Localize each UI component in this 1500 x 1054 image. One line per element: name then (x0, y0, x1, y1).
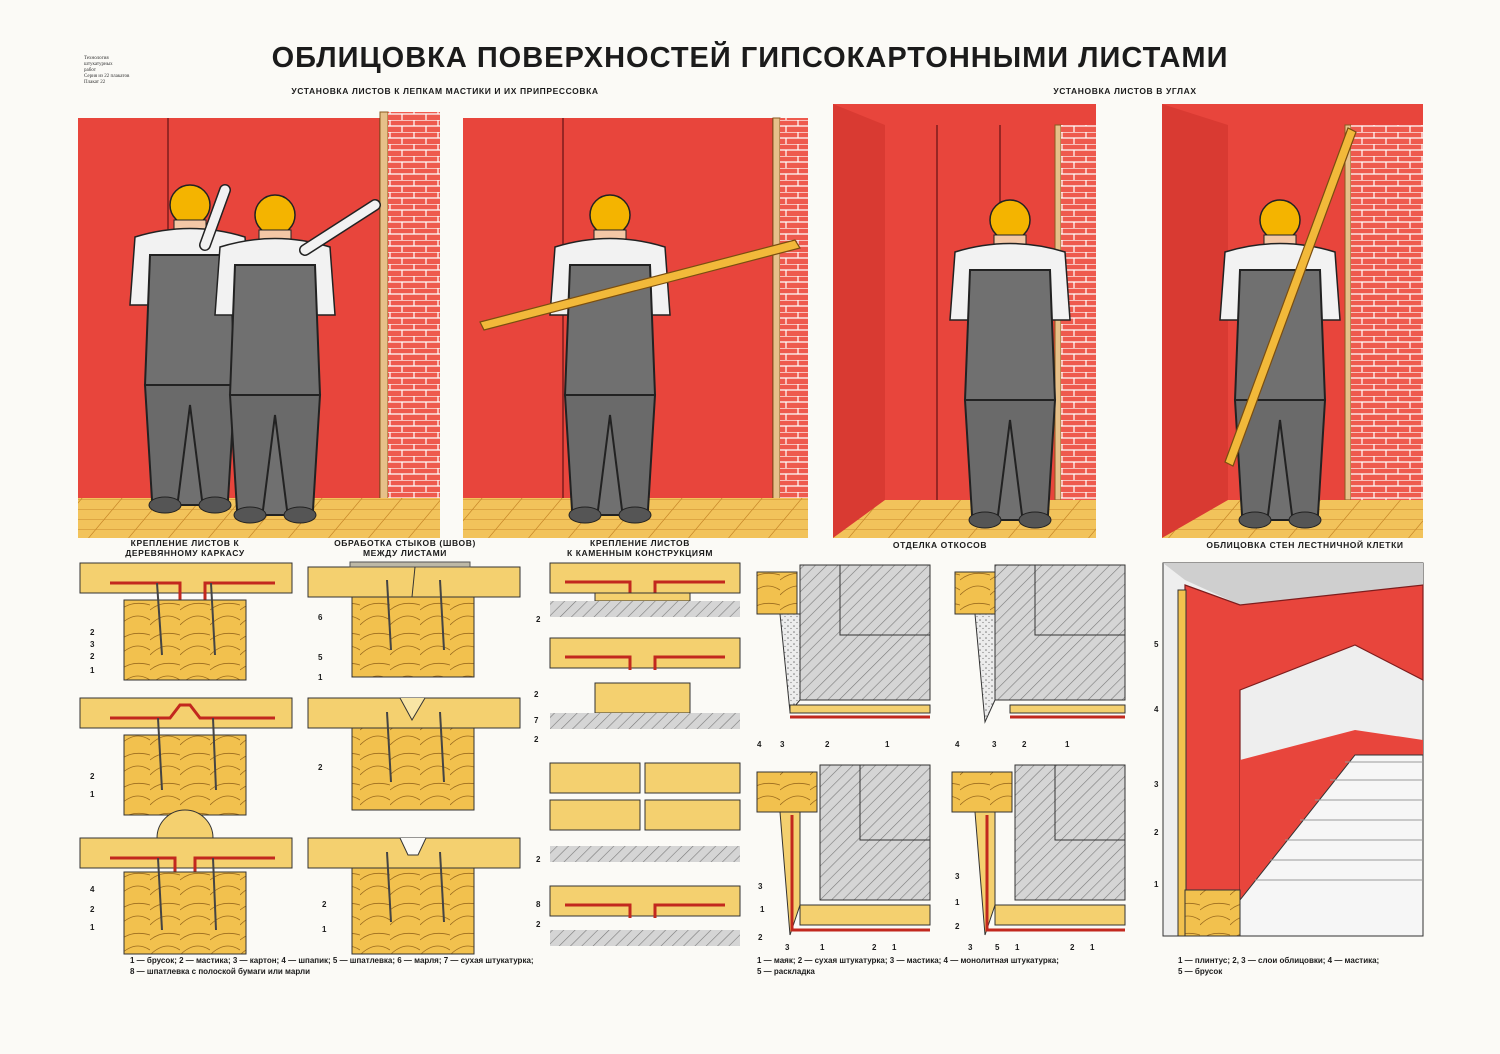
callout: 1 (955, 898, 960, 907)
callout: 1 (1015, 943, 1020, 952)
caption-slopes: ОТДЕЛКА ОТКОСОВ (892, 540, 988, 550)
callout: 3 (968, 943, 973, 952)
callout: 2 (318, 763, 323, 772)
callout: 2 (90, 772, 95, 781)
callout: 3 (992, 740, 997, 749)
section-caption-top-left: УСТАНОВКА ЛИСТОВ К ЛЕПКАМ МАСТИКИ И ИХ П… (291, 86, 599, 96)
detail-slope-1 (756, 564, 931, 719)
callout: 1 (318, 673, 323, 682)
detail-seam-1 (307, 561, 521, 678)
callout: 2 (1070, 943, 1075, 952)
callout: 2 (90, 628, 95, 637)
callout: 2 (534, 735, 539, 744)
callout: 2 (1022, 740, 1027, 749)
detail-stone-1 (549, 562, 741, 617)
callout: 2 (322, 900, 327, 909)
legend-left: 1 — брусок; 2 — мастика; 3 — картон; 4 —… (130, 956, 534, 976)
callout: 2 (536, 855, 541, 864)
callout: 4 (1154, 705, 1159, 714)
detail-stone-3 (549, 762, 741, 862)
callout: 1 (760, 905, 765, 914)
detail-seam-2 (307, 697, 521, 811)
callout: 1 (90, 666, 95, 675)
scene-pressing-with-board (463, 117, 808, 538)
section-caption-top-right: УСТАНОВКА ЛИСТОВ В УГЛАХ (1053, 86, 1197, 96)
detail-slope-4 (951, 764, 1126, 936)
scene-corner-with-rule (1162, 104, 1423, 538)
scene-two-workers-pressing (78, 111, 440, 538)
poster-title: ОБЛИЦОВКА ПОВЕРХНОСТЕЙ ГИПСОКАРТОННЫМИ Л… (271, 42, 1229, 74)
callout: 1 (885, 740, 890, 749)
callout: 2 (536, 615, 541, 624)
callout: 3 (780, 740, 785, 749)
callout: 1 (1065, 740, 1070, 749)
callout: 2 (1154, 828, 1159, 837)
callout: 6 (318, 613, 323, 622)
callout: 1 (90, 923, 95, 932)
detail-slope-2 (954, 564, 1126, 724)
caption-stairs: ОБЛИЦОВКА СТЕН ЛЕСТНИЧНОЙ КЛЕТКИ (1206, 540, 1404, 550)
callout: 4 (90, 885, 95, 894)
detail-wood-frame-3 (79, 809, 293, 955)
callout: 2 (825, 740, 830, 749)
callout: 5 (995, 943, 1000, 952)
detail-stairwell (1162, 562, 1424, 937)
callout: 5 (1154, 640, 1159, 649)
callout: 1 (820, 943, 825, 952)
callout: 3 (90, 640, 95, 649)
callout: 1 (322, 925, 327, 934)
callout: 2 (536, 920, 541, 929)
callout: 1 (1154, 880, 1159, 889)
callout: 3 (785, 943, 790, 952)
callout: 2 (534, 690, 539, 699)
detail-stone-2 (549, 637, 741, 729)
callout: 1 (1090, 943, 1095, 952)
callout: 4 (955, 740, 960, 749)
legend-middle: 1 — маяк; 2 — сухая штукатурка; 3 — маст… (757, 956, 1059, 976)
detail-wood-frame-1 (79, 562, 293, 681)
callout: 1 (892, 943, 897, 952)
caption-seams: ОБРАБОТКА СТЫКОВ (ШВОВ)МЕЖДУ ЛИСТАМИ (334, 538, 476, 558)
callout: 3 (1154, 780, 1159, 789)
callout: 3 (758, 882, 763, 891)
legend-right: 1 — плинтус; 2, 3 — слои облицовки; 4 — … (1178, 956, 1380, 976)
callout: 5 (318, 653, 323, 662)
callout: 7 (534, 716, 539, 725)
detail-wood-frame-2 (79, 697, 293, 816)
callout: 8 (536, 900, 541, 909)
series-note: Технология штукатурных работ Серия из 22… (84, 56, 130, 85)
detail-seam-3 (307, 837, 521, 955)
scene-corner-sheet (833, 104, 1096, 538)
callout: 4 (757, 740, 762, 749)
callout: 2 (90, 652, 95, 661)
callout: 2 (90, 905, 95, 914)
detail-stone-4 (549, 885, 741, 946)
callout: 3 (955, 872, 960, 881)
callout: 2 (872, 943, 877, 952)
callout: 1 (90, 790, 95, 799)
callout: 2 (758, 933, 763, 942)
callout: 2 (955, 922, 960, 931)
detail-slope-3 (756, 764, 931, 936)
